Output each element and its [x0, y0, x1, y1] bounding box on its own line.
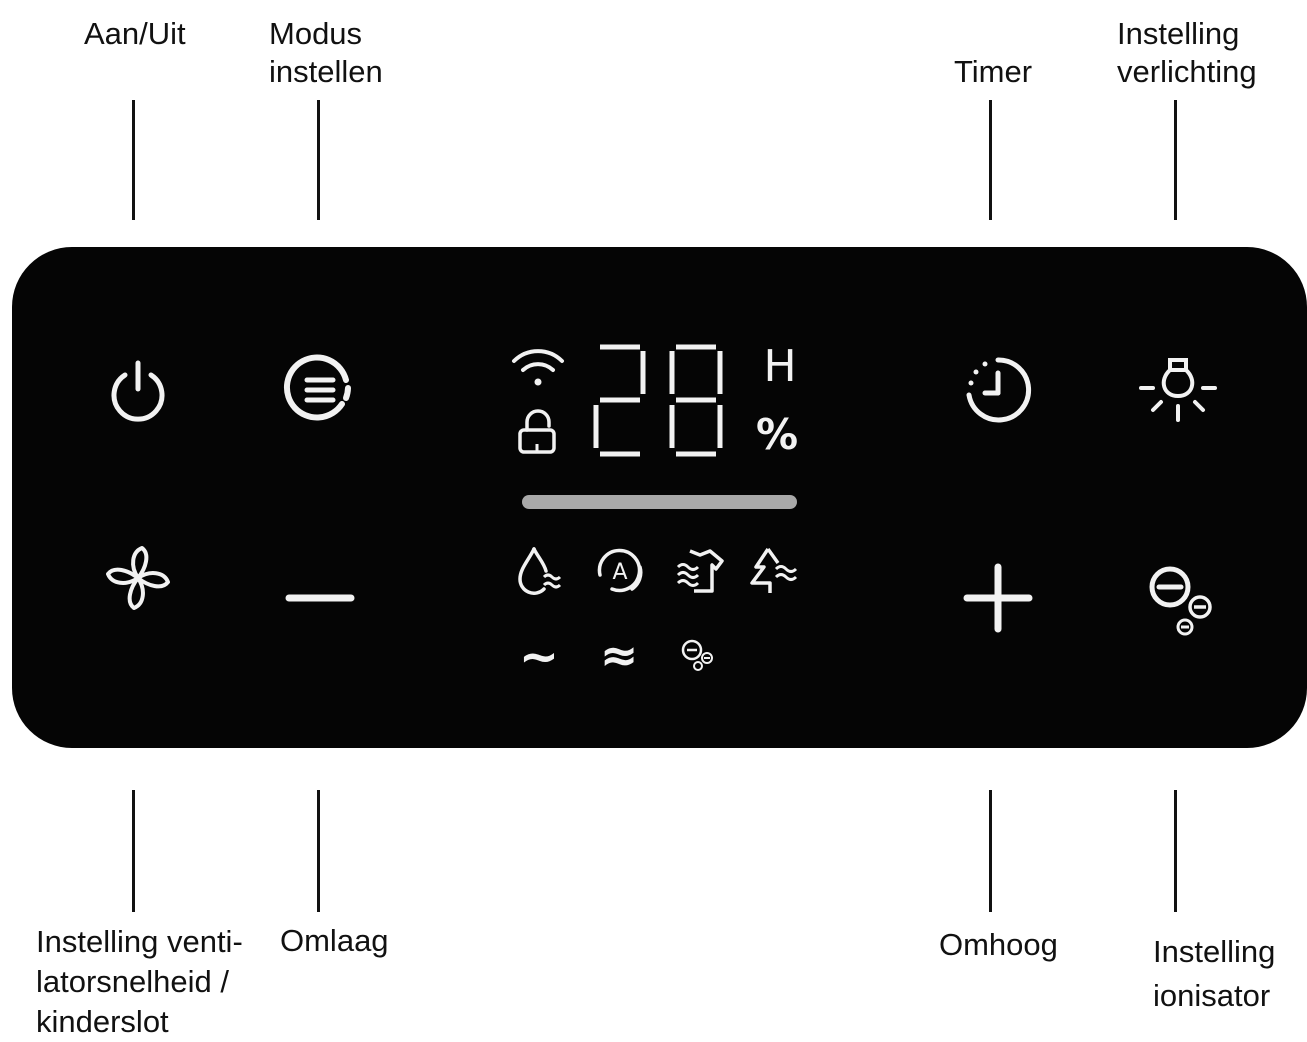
fan-speed-low-indicator: ~: [518, 629, 560, 685]
light-bulb-icon: [1139, 358, 1217, 422]
tree-air-icon: [750, 547, 798, 593]
power-icon: [111, 360, 165, 422]
leader-line-power: [132, 100, 135, 220]
fan-speed-high-indicator: ≈: [599, 628, 639, 682]
up-button[interactable]: [948, 548, 1048, 648]
auto-mode-icon: A: [597, 548, 643, 593]
light-button[interactable]: [1128, 340, 1228, 440]
digit-display: [593, 344, 723, 457]
ionizer-button[interactable]: [1130, 548, 1230, 648]
leader-line-timer: [989, 100, 992, 220]
wifi-icon: [512, 349, 564, 386]
leader-line-mode: [317, 100, 320, 220]
label-ionizer: Instelling ionisator: [1153, 934, 1276, 1013]
minus-icon: [285, 594, 355, 602]
plus-icon: [963, 563, 1033, 633]
fan-icon: [106, 546, 170, 610]
leader-line-fan: [132, 790, 135, 912]
label-down: Omlaag: [280, 923, 389, 958]
leader-line-light: [1174, 100, 1177, 220]
svg-text:A: A: [612, 560, 627, 585]
droplet-icon: [518, 547, 562, 595]
mode-menu-icon: [283, 354, 351, 421]
level-bar: [522, 495, 797, 509]
label-mode: Modus instellen: [269, 16, 383, 89]
label-fan: Instelling venti- latorsnelheid / kinder…: [36, 924, 243, 1039]
timer-icon: [966, 357, 1032, 423]
label-up: Omhoog: [939, 927, 1058, 962]
ionizer-icon: [1149, 566, 1212, 636]
mode-button[interactable]: [270, 340, 370, 440]
unit-h-label: H: [763, 341, 797, 392]
timer-button[interactable]: [948, 340, 1048, 440]
unit-percent-label: %: [755, 410, 799, 459]
label-power: Aan/Uit: [84, 16, 186, 51]
leader-line-down: [317, 790, 320, 912]
leader-line-ionizer: [1174, 790, 1177, 912]
down-button[interactable]: [270, 548, 370, 648]
leader-line-up: [989, 790, 992, 912]
lock-icon: [518, 409, 556, 454]
label-light: Instelling verlichting: [1117, 16, 1257, 89]
label-timer: Timer: [954, 54, 1033, 89]
ionizer-indicator-icon: [681, 639, 713, 671]
laundry-dry-icon: [676, 549, 724, 593]
fan-speed-button[interactable]: [88, 528, 188, 628]
power-button[interactable]: [88, 340, 188, 440]
